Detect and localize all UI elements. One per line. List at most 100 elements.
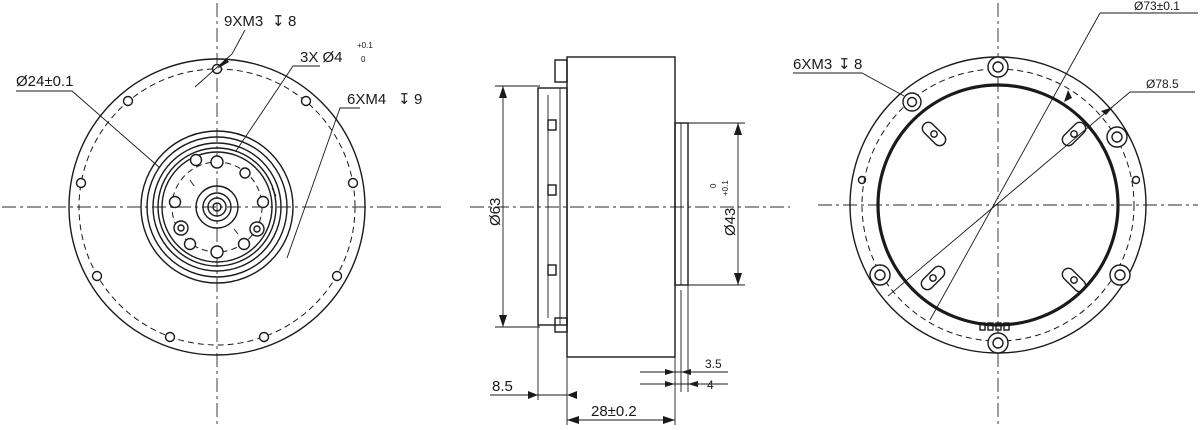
side-dim-arrow <box>499 86 507 98</box>
rear-mount-hole <box>992 337 1004 349</box>
front-leader-pin-holes <box>235 65 320 152</box>
front-mount-hole <box>91 270 103 282</box>
front-hub-ring-2 <box>146 136 288 278</box>
front-mount-thread-label: 9XM3 <box>224 13 263 30</box>
rear-slot-hole <box>1061 121 1087 147</box>
side-step-small-label: 3.5 <box>705 357 722 371</box>
front-center-bore <box>212 202 222 212</box>
front-inner-hole-core <box>253 225 261 233</box>
front-inner-hole <box>189 153 203 167</box>
side-shaft-tol-lower: +0.1 <box>721 180 730 196</box>
front-inner-hole <box>168 195 182 209</box>
front-mount-depth-symbol: ↧ <box>272 13 285 30</box>
rear-mount-hole <box>1114 269 1126 281</box>
rear-slot-hole <box>921 121 947 147</box>
side-flange-left <box>537 87 568 326</box>
side-flange-step <box>554 317 568 333</box>
front-mount-hole <box>122 95 134 107</box>
front-inner-hole <box>239 167 251 179</box>
rear-thread-depth-symbol: ↧ <box>838 56 851 73</box>
side-length-label: 28±0.2 <box>591 403 637 420</box>
side-dim-arrow <box>567 416 579 424</box>
side-flange-offset-label: 8.5 <box>492 378 513 395</box>
front-output-depth-value: 9 <box>414 91 422 108</box>
rear-leader-thread <box>793 72 905 97</box>
side-dim-arrow <box>734 123 742 135</box>
rear-mount-hole <box>992 61 1004 73</box>
side-dim-arrow <box>528 391 538 399</box>
front-hub-diameter-label: Ø24±0.1 <box>16 73 73 90</box>
side-shaft-tol-upper: 0 <box>709 183 718 188</box>
side-dim-arrow <box>663 416 675 424</box>
front-mount-depth-value: 8 <box>288 13 296 30</box>
front-hub-ring-4 <box>157 147 277 267</box>
side-dim-arrow <box>665 381 675 387</box>
front-hub-ring-3 <box>152 142 282 272</box>
rear-inner-ring <box>876 83 1120 327</box>
front-center-hub-inner <box>207 197 227 217</box>
front-tick <box>189 179 195 187</box>
front-pin-holes-label: 3X Ø4 <box>300 49 343 66</box>
front-mount-hole <box>75 177 87 189</box>
rear-view: 6XM3 ↧ 8 Ø73±0.1 Ø78.5 <box>793 0 1198 428</box>
side-body-diameter-label: Ø63 <box>487 198 504 226</box>
side-shaft-diameter-label: Ø43 <box>722 208 739 236</box>
side-view: Ø63 Ø43 0 +0.1 8.5 28±0.2 3.5 <box>470 56 790 425</box>
front-inner-hole <box>210 245 224 259</box>
rear-thread-label: 6XM3 <box>793 56 832 73</box>
front-mount-hole <box>347 177 359 189</box>
rear-bolt-circle-label: Ø73±0.1 <box>1134 0 1180 13</box>
front-inner-hole <box>210 155 224 169</box>
side-dim-arrow <box>688 381 698 387</box>
front-inner-hole <box>173 220 189 236</box>
front-inner-hole <box>256 195 270 209</box>
rear-dim-line-bolt-circle <box>929 12 1101 321</box>
front-view: 9XM3 ↧ 8 3X Ø4 +0.1 0 6XM4 ↧ 9 Ø24±0.1 <box>2 3 445 428</box>
rear-connector <box>979 322 1010 331</box>
front-mount-hole <box>331 270 343 282</box>
front-inner-hole <box>249 221 265 237</box>
front-leader-mount-thread <box>194 29 246 88</box>
rear-mount-hole <box>906 96 918 108</box>
front-inner-hole-core <box>177 224 185 232</box>
front-mount-hole <box>300 95 312 107</box>
side-dim-arrow <box>734 273 742 285</box>
front-pin-holes-tol-lower: 0 <box>361 55 366 64</box>
front-leader-hub-diameter <box>16 90 161 169</box>
rear-small-hole <box>857 175 867 185</box>
front-output-thread-label: 6XM4 <box>347 91 386 108</box>
front-leader-output-thread <box>286 107 360 259</box>
side-dim-arrow <box>499 315 507 327</box>
side-flange-notch <box>547 264 557 276</box>
front-center-hub-outer <box>195 185 239 229</box>
rear-small-hole <box>1131 175 1141 185</box>
front-hub-ring-5 <box>161 151 273 263</box>
rear-mount-hole <box>874 269 886 281</box>
side-step-large-label: 4 <box>707 378 714 392</box>
rear-dim-arrow <box>1101 107 1113 115</box>
front-center-hub-mid <box>202 192 232 222</box>
side-flange-step <box>554 59 568 83</box>
side-dim-arrow <box>567 391 577 399</box>
front-inner-hole <box>237 237 251 251</box>
front-hub-ring-1 <box>140 130 294 284</box>
rear-slot-hole <box>1061 267 1087 293</box>
side-flange-notch <box>547 184 557 196</box>
rear-dim-arrow <box>1064 90 1072 102</box>
front-output-depth-symbol: ↧ <box>398 91 411 108</box>
front-pin-holes-tol-upper: +0.1 <box>357 41 373 50</box>
rear-mount-hole <box>1111 131 1123 143</box>
rear-dim-line-outer-circle <box>887 91 1131 297</box>
rear-outer-circle-label: Ø78.5 <box>1146 77 1179 91</box>
front-inner-hole <box>183 237 197 251</box>
front-mount-hole <box>164 331 176 343</box>
side-flange-notch <box>547 119 557 131</box>
front-mount-hole <box>258 331 270 343</box>
front-leader-arrow <box>217 58 229 69</box>
rear-thread-depth-value: 8 <box>854 56 862 73</box>
rear-slot-hole <box>920 265 946 291</box>
side-dim-arrow <box>665 369 675 375</box>
front-tick <box>233 228 239 235</box>
front-outer-circle <box>68 58 366 356</box>
